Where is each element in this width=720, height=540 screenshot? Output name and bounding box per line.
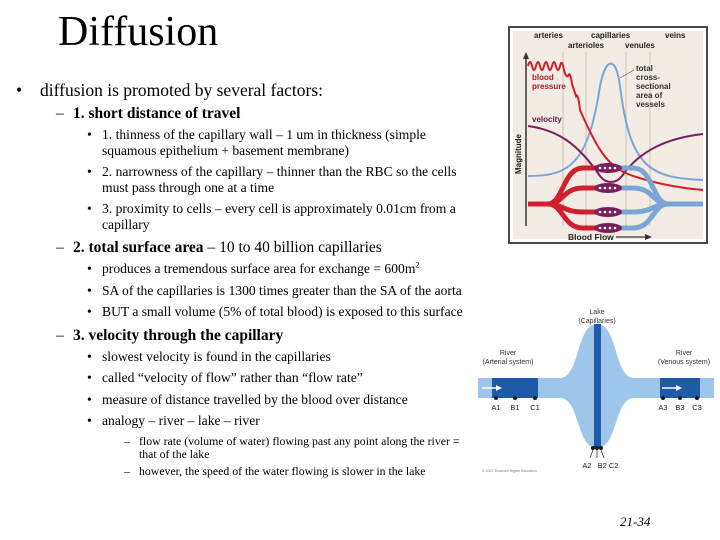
vessel-label-veins: veins xyxy=(665,31,686,40)
vessel-network xyxy=(528,163,703,233)
x-axis-label: Blood Flow xyxy=(568,232,614,242)
slide-body: diffusion is promoted by several factors… xyxy=(14,80,474,481)
section-heading-text: 1. short distance of travel xyxy=(73,105,241,122)
list-item-text: produces a tremendous surface area for e… xyxy=(102,261,416,276)
velocity-curve xyxy=(527,125,704,183)
section-heading-text: 3. velocity through the capillary xyxy=(73,326,284,344)
figure-credit: © 2007 Thomson Higher Education xyxy=(482,469,537,473)
list-item: called “velocity of flow” rather than “f… xyxy=(14,370,474,386)
lake-band xyxy=(594,324,601,448)
lake-label: Lake xyxy=(589,309,604,316)
x-axis-arrow xyxy=(645,234,652,240)
curve-label-area-4: area of xyxy=(636,91,663,100)
area-curve xyxy=(527,62,704,181)
point-label-a2: A2 xyxy=(582,461,591,470)
vessel-label-arteries: arteries xyxy=(534,31,563,40)
river-left-sublabel: (Arterial system) xyxy=(483,359,534,366)
slide-title: Diffusion xyxy=(58,9,219,55)
y-axis-label: Magnitude xyxy=(514,133,523,174)
list-item: slowest velocity is found in the capilla… xyxy=(14,349,474,365)
river-right-label: River xyxy=(676,350,693,357)
point-label-b1: B1 xyxy=(510,403,519,412)
curve-label-area-2: cross- xyxy=(636,73,660,82)
list-item: 2. narrowness of the capillary – thinner… xyxy=(14,164,474,195)
point-label-c3: C3 xyxy=(692,403,702,412)
list-item: 3. proximity to cells – every cell is ap… xyxy=(14,201,474,232)
blood-pressure-curve xyxy=(527,61,704,191)
slide-number: 21-34 xyxy=(620,514,651,529)
curve-label-area-5: vessels xyxy=(636,100,665,109)
river-lake-figure: Lake (Capillaries) River (Arterial syste… xyxy=(478,309,714,473)
list-item: 1. thinness of the capillary wall – 1 um… xyxy=(14,127,474,158)
point-label-a3: A3 xyxy=(658,403,667,412)
curve-label-pressure: pressure xyxy=(532,82,566,91)
vessel-label-arterioles: arterioles xyxy=(568,41,605,50)
point-label-c1: C1 xyxy=(530,403,540,412)
curve-label-area-3: sectional xyxy=(636,82,671,91)
point-label-b3: B3 xyxy=(675,403,684,412)
main-bullet: diffusion is promoted by several factors… xyxy=(14,80,474,100)
section-heading-distance: 1. short distance of travel xyxy=(14,104,474,123)
section-heading-rest: – 10 to 40 billion capillaries xyxy=(203,239,382,256)
list-item: BUT a small volume (5% of total blood) i… xyxy=(14,304,474,320)
magnitude-figure: arteries capillaries veins arterioles ve… xyxy=(508,26,708,244)
superscript: 2 xyxy=(415,260,420,270)
list-item: SA of the capillaries is 1300 times grea… xyxy=(14,283,474,299)
left-river-band xyxy=(492,378,538,398)
curve-label-blood: blood xyxy=(532,73,554,82)
list-item: measure of distance travelled by the blo… xyxy=(14,392,474,408)
river-left-label: River xyxy=(500,350,517,357)
curve-label-velocity: velocity xyxy=(532,115,562,124)
list-item: produces a tremendous surface area for e… xyxy=(14,261,474,277)
point-label-a1: A1 xyxy=(491,403,500,412)
vessel-label-capillaries: capillaries xyxy=(591,31,631,40)
curve-label-area-1: total xyxy=(636,64,653,73)
y-axis-arrow xyxy=(523,52,529,59)
vessel-label-venules: venules xyxy=(625,41,655,50)
point-label-b2c2: B2 C2 xyxy=(598,461,619,470)
sub-list-item: however, the speed of the water flowing … xyxy=(14,464,474,479)
river-right-sublabel: (Venous system) xyxy=(658,359,710,366)
section-heading-surface-area: 2. total surface area – 10 to 40 billion… xyxy=(14,238,474,257)
lake-sublabel: (Capillaries) xyxy=(578,318,615,325)
list-item: analogy – river – lake – river xyxy=(14,413,474,429)
sub-list-item: flow rate (volume of water) flowing past… xyxy=(14,434,474,462)
section-heading-text: 2. total surface area xyxy=(73,239,204,256)
section-heading-velocity: 3. velocity through the capillary xyxy=(14,326,474,345)
